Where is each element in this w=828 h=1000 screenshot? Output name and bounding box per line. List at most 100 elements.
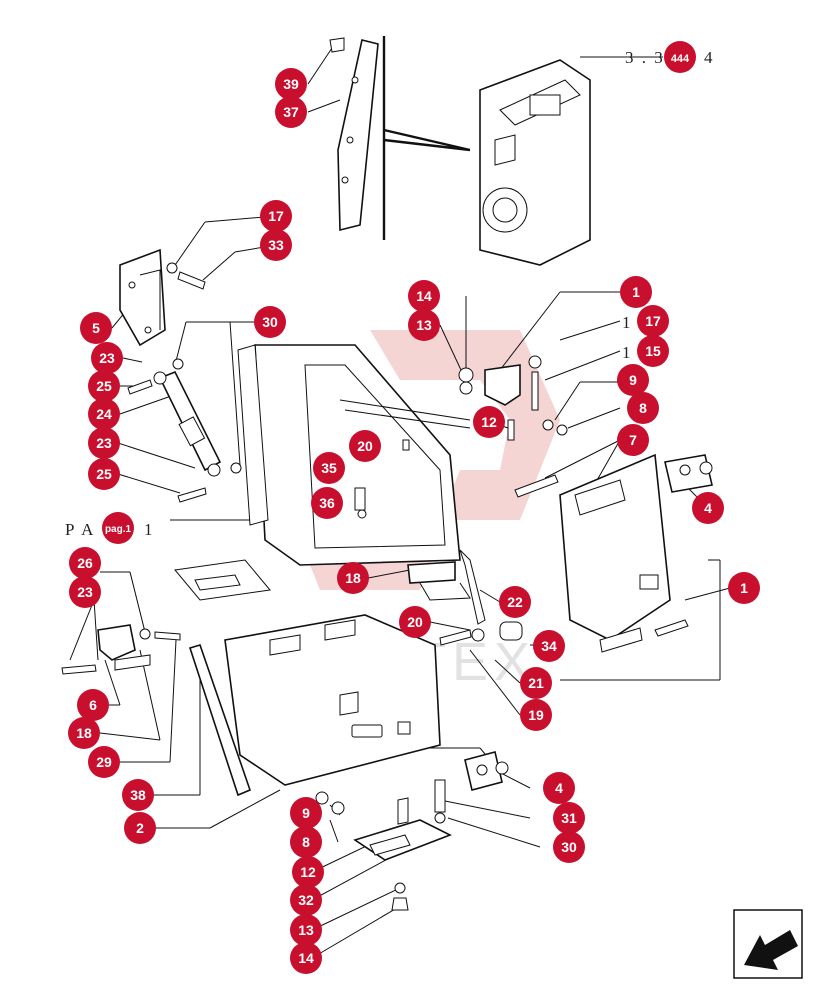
left-hinge <box>61 624 181 675</box>
reference-top-right-tail: 4 <box>704 48 715 67</box>
callout-36[interactable]: 36 <box>311 487 343 519</box>
callout-32[interactable]: 32 <box>290 884 322 916</box>
svg-text:21: 21 <box>528 675 544 691</box>
svg-text:pag.1: pag.1 <box>105 524 132 535</box>
svg-text:26: 26 <box>77 555 93 571</box>
svg-text:23: 23 <box>96 435 112 451</box>
step-plate <box>174 559 271 601</box>
callout-4-lower[interactable]: 4 <box>543 772 575 804</box>
svg-text:5: 5 <box>92 320 100 336</box>
upper-hinge <box>458 355 568 441</box>
svg-text:36: 36 <box>319 495 335 511</box>
svg-text:23: 23 <box>99 350 115 366</box>
svg-text:9: 9 <box>629 372 637 388</box>
svg-text:35: 35 <box>321 460 337 476</box>
callout-17-right[interactable]: 17 <box>637 305 669 337</box>
svg-text:38: 38 <box>130 787 146 803</box>
callout-31[interactable]: 31 <box>553 802 585 834</box>
svg-text:19: 19 <box>528 707 544 723</box>
callout-13-lower[interactable]: 13 <box>290 914 322 946</box>
callout-37[interactable]: 37 <box>275 96 307 128</box>
reference-left-tail: 1 <box>144 520 155 539</box>
callout-5[interactable]: 5 <box>80 312 112 344</box>
reference-left-prefix: P A <box>65 520 95 539</box>
label-1-behind-15: 1 <box>622 343 633 362</box>
lower-striker <box>315 779 452 911</box>
callout-39[interactable]: 39 <box>275 68 307 100</box>
callout-20-lower[interactable]: 20 <box>399 606 431 638</box>
callout-34[interactable]: 34 <box>533 630 565 662</box>
callout-19[interactable]: 19 <box>520 699 552 731</box>
svg-text:14: 14 <box>416 288 432 304</box>
svg-text:17: 17 <box>645 313 661 329</box>
svg-text:8: 8 <box>302 834 310 850</box>
callout-25-a[interactable]: 25 <box>88 370 120 402</box>
callout-26[interactable]: 26 <box>69 547 101 579</box>
callout-1-right[interactable]: 1 <box>728 572 760 604</box>
callout-2[interactable]: 2 <box>124 812 156 844</box>
callout-23-b[interactable]: 23 <box>88 427 120 459</box>
svg-text:20: 20 <box>407 614 423 630</box>
svg-text:12: 12 <box>300 864 316 880</box>
callout-14-lower[interactable]: 14 <box>290 942 322 974</box>
callout-23-c[interactable]: 23 <box>69 576 101 608</box>
callout-23-a[interactable]: 23 <box>91 342 123 374</box>
callout-25-b[interactable]: 25 <box>88 458 120 490</box>
callout-29[interactable]: 29 <box>88 746 120 778</box>
tractor-rear-housing <box>479 59 591 266</box>
callout-15[interactable]: 15 <box>637 335 669 367</box>
svg-text:39: 39 <box>283 76 299 92</box>
svg-text:24: 24 <box>96 406 112 422</box>
svg-text:34: 34 <box>541 638 557 654</box>
callout-30-lower[interactable]: 30 <box>553 831 585 863</box>
svg-text:29: 29 <box>96 754 112 770</box>
svg-text:12: 12 <box>481 414 497 430</box>
callout-8-upper[interactable]: 8 <box>627 392 659 424</box>
lower-door-panel <box>224 614 441 786</box>
svg-text:18: 18 <box>76 725 92 741</box>
svg-text:25: 25 <box>96 466 112 482</box>
arrow-down-left-icon <box>744 930 798 970</box>
callout-21[interactable]: 21 <box>520 667 552 699</box>
callout-35[interactable]: 35 <box>313 452 345 484</box>
callout-18-middle[interactable]: 18 <box>337 562 369 594</box>
svg-text:22: 22 <box>507 594 523 610</box>
callout-page-ref[interactable]: pag.1 <box>102 512 134 544</box>
callout-24[interactable]: 24 <box>88 398 120 430</box>
callout-4-upper[interactable]: 4 <box>692 492 724 524</box>
svg-text:4: 4 <box>704 500 712 516</box>
middle-hinge <box>407 549 523 646</box>
reference-top-right: 3 . 3 <box>625 48 665 67</box>
callout-38[interactable]: 38 <box>122 779 154 811</box>
navigation-arrow-button[interactable] <box>733 909 803 979</box>
callout-6[interactable]: 6 <box>77 689 109 721</box>
svg-text:15: 15 <box>645 343 661 359</box>
callout-20-upper[interactable]: 20 <box>349 430 381 462</box>
callout-12-upper[interactable]: 12 <box>473 406 505 438</box>
gas-spring <box>127 358 242 503</box>
callout-7[interactable]: 7 <box>617 424 649 456</box>
callout-30-upper[interactable]: 30 <box>254 306 286 338</box>
svg-text:33: 33 <box>268 237 284 253</box>
callout-444[interactable]: 444 <box>664 41 696 73</box>
svg-text:13: 13 <box>416 317 432 333</box>
svg-text:7: 7 <box>629 432 637 448</box>
callout-22[interactable]: 22 <box>499 586 531 618</box>
svg-text:17: 17 <box>268 208 284 224</box>
callout-8-lower[interactable]: 8 <box>290 826 322 858</box>
callout-18-left[interactable]: 18 <box>68 717 100 749</box>
svg-text:13: 13 <box>298 922 314 938</box>
callout-33[interactable]: 33 <box>260 229 292 261</box>
door-seal-strip <box>188 644 252 797</box>
right-latch <box>664 454 713 493</box>
callout-17-top[interactable]: 17 <box>260 200 292 232</box>
callout-14-upper[interactable]: 14 <box>408 280 440 312</box>
callout-13-upper[interactable]: 13 <box>408 309 440 341</box>
callout-9-lower[interactable]: 9 <box>290 797 322 829</box>
callout-1-top[interactable]: 1 <box>620 276 652 308</box>
callout-9-upper[interactable]: 9 <box>617 364 649 396</box>
svg-text:14: 14 <box>298 950 314 966</box>
callout-12-lower[interactable]: 12 <box>292 856 324 888</box>
svg-text:4: 4 <box>555 780 563 796</box>
